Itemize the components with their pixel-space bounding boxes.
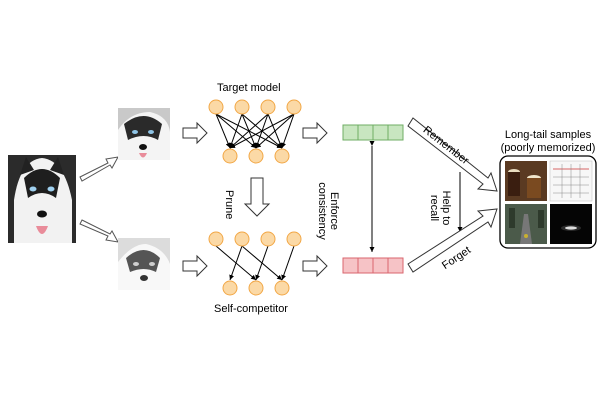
arrow-target-to-output: [302, 121, 328, 145]
longtail-thumb-grid: [549, 160, 593, 202]
network-edge: [281, 113, 295, 149]
neuron-output: [248, 148, 264, 164]
longtail-samples-panel: [499, 155, 597, 249]
target-model-network: [208, 99, 302, 164]
neuron-output: [248, 280, 264, 296]
output-cell: [342, 257, 359, 274]
longtail-thumb-dark: [550, 204, 592, 244]
neuron-input: [286, 99, 302, 115]
longtail-thumb-road: [505, 204, 547, 244]
neuron-input: [208, 231, 224, 247]
neuron-output: [222, 148, 238, 164]
remember-arrow: [407, 117, 498, 192]
neuron-output: [274, 280, 290, 296]
neuron-input: [260, 231, 276, 247]
network-edge: [255, 113, 295, 149]
neuron-output: [274, 148, 290, 164]
arrow-image-to-competitor: [182, 254, 208, 278]
network-edge: [229, 245, 243, 281]
input-image: [8, 155, 76, 243]
target-output-vector: [342, 124, 404, 141]
output-cell: [357, 257, 374, 274]
prune-label: Prune: [223, 190, 235, 220]
augment-arrow-down: [79, 219, 119, 243]
self-competitor-label: Self-competitor: [214, 303, 288, 315]
network-edge: [229, 113, 243, 149]
arrow-image-to-target: [182, 121, 208, 145]
network-edge: [229, 113, 295, 149]
augmented-image-gray: [118, 238, 170, 290]
neuron-input: [260, 99, 276, 115]
output-cell: [357, 124, 374, 141]
self-competitor-network: [208, 231, 302, 296]
output-cell: [387, 257, 404, 274]
network-edge: [229, 113, 269, 149]
output-cell: [342, 124, 359, 141]
output-cell: [372, 257, 389, 274]
target-model-label: Target model: [217, 82, 281, 94]
longtail-title: Long-tail samples: [504, 129, 592, 141]
output-cell: [387, 124, 404, 141]
neuron-output: [222, 280, 238, 296]
help-label-line2: recall: [428, 194, 440, 222]
longtail-subtitle: (poorly memorized): [500, 142, 596, 154]
enforce-label-line1: Enforce: [328, 192, 340, 230]
network-edge: [281, 245, 295, 281]
enforce-label-line2: consistency: [316, 182, 328, 240]
longtail-thumb-drinks: [505, 161, 547, 201]
enforce-consistency-label: Enforce consistency: [316, 176, 340, 256]
augmented-image-color: [118, 108, 170, 160]
neuron-input: [234, 231, 250, 247]
forget-arrow: [407, 208, 498, 273]
arrow-competitor-to-output: [302, 254, 328, 278]
network-edge: [255, 245, 269, 281]
augment-arrow-up: [79, 156, 119, 182]
neuron-input: [234, 99, 250, 115]
network-edge: [215, 113, 231, 149]
prune-arrow: [243, 177, 271, 217]
help-to-recall-label: Help to recall: [428, 186, 452, 230]
neuron-input: [286, 231, 302, 247]
competitor-output-vector: [342, 257, 404, 274]
neuron-input: [208, 99, 224, 115]
output-cell: [372, 124, 389, 141]
help-label-line1: Help to: [440, 190, 452, 226]
